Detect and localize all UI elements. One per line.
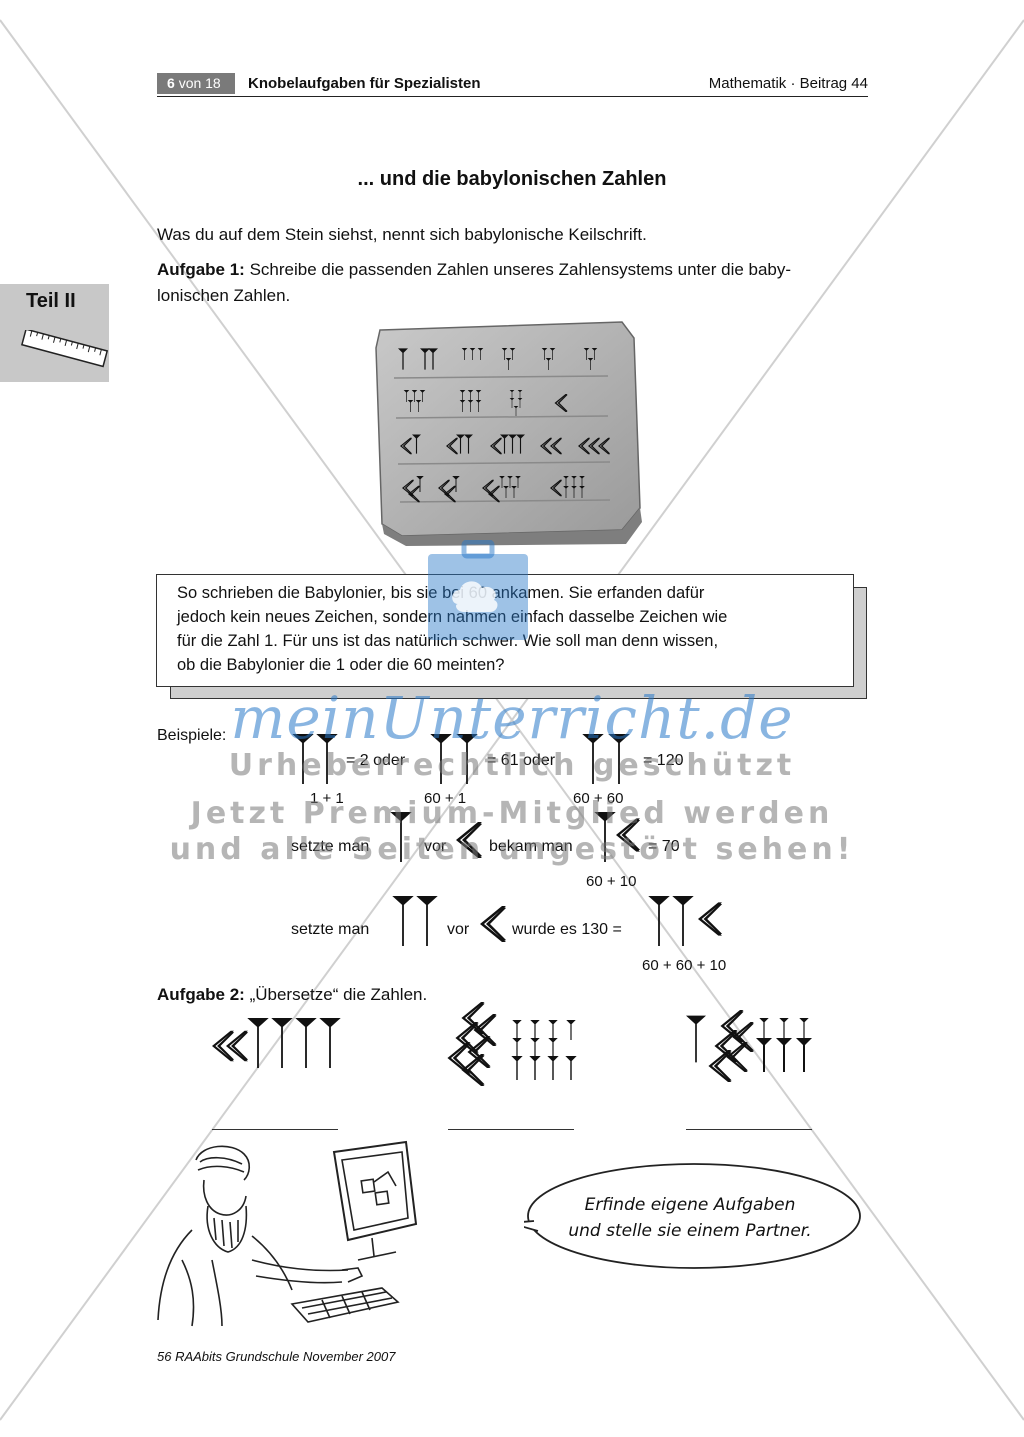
answer-blank-c[interactable] <box>686 1129 812 1130</box>
sum-60-60-10: 60 + 60 + 10 <box>642 957 727 974</box>
footer-source: 56 RAAbits Grundschule November 2007 <box>157 1349 396 1364</box>
clay-tablet-image <box>375 321 642 546</box>
task1: Aufgabe 1: Schreibe die passenden Zahlen… <box>157 257 857 309</box>
task2-number-b <box>447 1002 577 1086</box>
header-rule <box>157 96 868 97</box>
side-tab-label: Teil II <box>26 290 76 312</box>
info-box: So schrieben die Babylonier, bis sie bei… <box>156 574 854 687</box>
info-line-3: für die Zahl 1. Für uns ist das natürlic… <box>177 632 719 650</box>
header-title: Knobelaufgaben für Spezialisten <box>248 75 481 92</box>
task1-line1: Schreibe die passenden Zahlen unseres Za… <box>244 260 792 279</box>
examples-label: Beispiele: <box>157 727 227 744</box>
watermark-logo: meinUnterricht.de <box>230 684 794 752</box>
info-line-2: jedoch kein neues Zeichen, sondern nahme… <box>177 608 728 626</box>
ruler-icon <box>20 330 109 368</box>
info-line-4: ob die Babylonier die 1 oder die 60 mein… <box>177 656 505 674</box>
speech-bubble <box>524 1163 861 1269</box>
row2-vor: vor <box>424 838 447 855</box>
answer-blank-a[interactable] <box>212 1129 338 1130</box>
side-tab <box>0 284 109 382</box>
speech-line-1: Erfinde eigene Aufgaben <box>584 1195 796 1215</box>
page-total: von 18 <box>178 75 221 91</box>
eq-61: = 61 oder <box>487 752 556 769</box>
watermark-line-2: Jetzt Premium-Mitglied werden <box>190 796 834 831</box>
task2-label: Aufgabe 2: <box>157 985 245 1004</box>
eq-120: = 120 <box>643 752 684 769</box>
watermark-line-3: und alle Seiten ungestört sehen! <box>169 832 855 867</box>
speech-line-2: und stelle sie einem Partner. <box>568 1221 812 1241</box>
row2-setzte-man: setzte man <box>291 838 370 855</box>
watermark-line-1: Urheberrechtlich geschützt <box>228 748 796 783</box>
sum-60-10: 60 + 10 <box>586 873 637 890</box>
cuneiform-ten-2 <box>480 906 506 942</box>
task2-number-c <box>686 1010 812 1082</box>
cuneiform-two-sixties <box>392 896 438 946</box>
page-current: 6 <box>167 75 175 91</box>
sum-60-60: 60 + 60 <box>573 790 624 807</box>
row2-bekam-man: bekam man <box>489 838 573 855</box>
task2: Aufgabe 2: „Übersetze“ die Zahlen. <box>157 982 427 1008</box>
row3-vor: vor <box>447 921 470 938</box>
task1-label: Aufgabe 1: <box>157 260 245 279</box>
speech-bubble-text: Erfinde eigene Aufgaben und stelle sie e… <box>540 1192 840 1244</box>
task2-number-a <box>212 1018 341 1068</box>
watermark-briefcase-icon <box>428 540 528 640</box>
row3-setzte-man: setzte man <box>291 921 370 938</box>
eq-2: = 2 oder <box>346 752 406 769</box>
cuneiform-130 <box>648 896 722 946</box>
answer-blank-b[interactable] <box>448 1129 574 1130</box>
babylonian-computer-illustration <box>157 1140 418 1327</box>
page-title: ... und die babylonischen Zahlen <box>357 168 667 190</box>
page-number: 6 von 18 <box>157 73 235 94</box>
task1-line2: lonischen Zahlen. <box>157 286 291 305</box>
info-line-1: So schrieben die Babylonier, bis sie bei… <box>177 584 705 602</box>
row2-eq-70: = 70 <box>648 838 680 855</box>
intro-text: Was du auf dem Stein siehst, nennt sich … <box>157 225 647 244</box>
row3-wurde-es-130: wurde es 130 = <box>512 921 622 938</box>
task2-text: „Übersetze“ die Zahlen. <box>244 985 428 1004</box>
header-subject: Mathematik · Beitrag 44 <box>708 75 868 92</box>
sum-60-1: 60 + 1 <box>424 790 467 807</box>
sum-1-1: 1 + 1 <box>310 790 344 807</box>
